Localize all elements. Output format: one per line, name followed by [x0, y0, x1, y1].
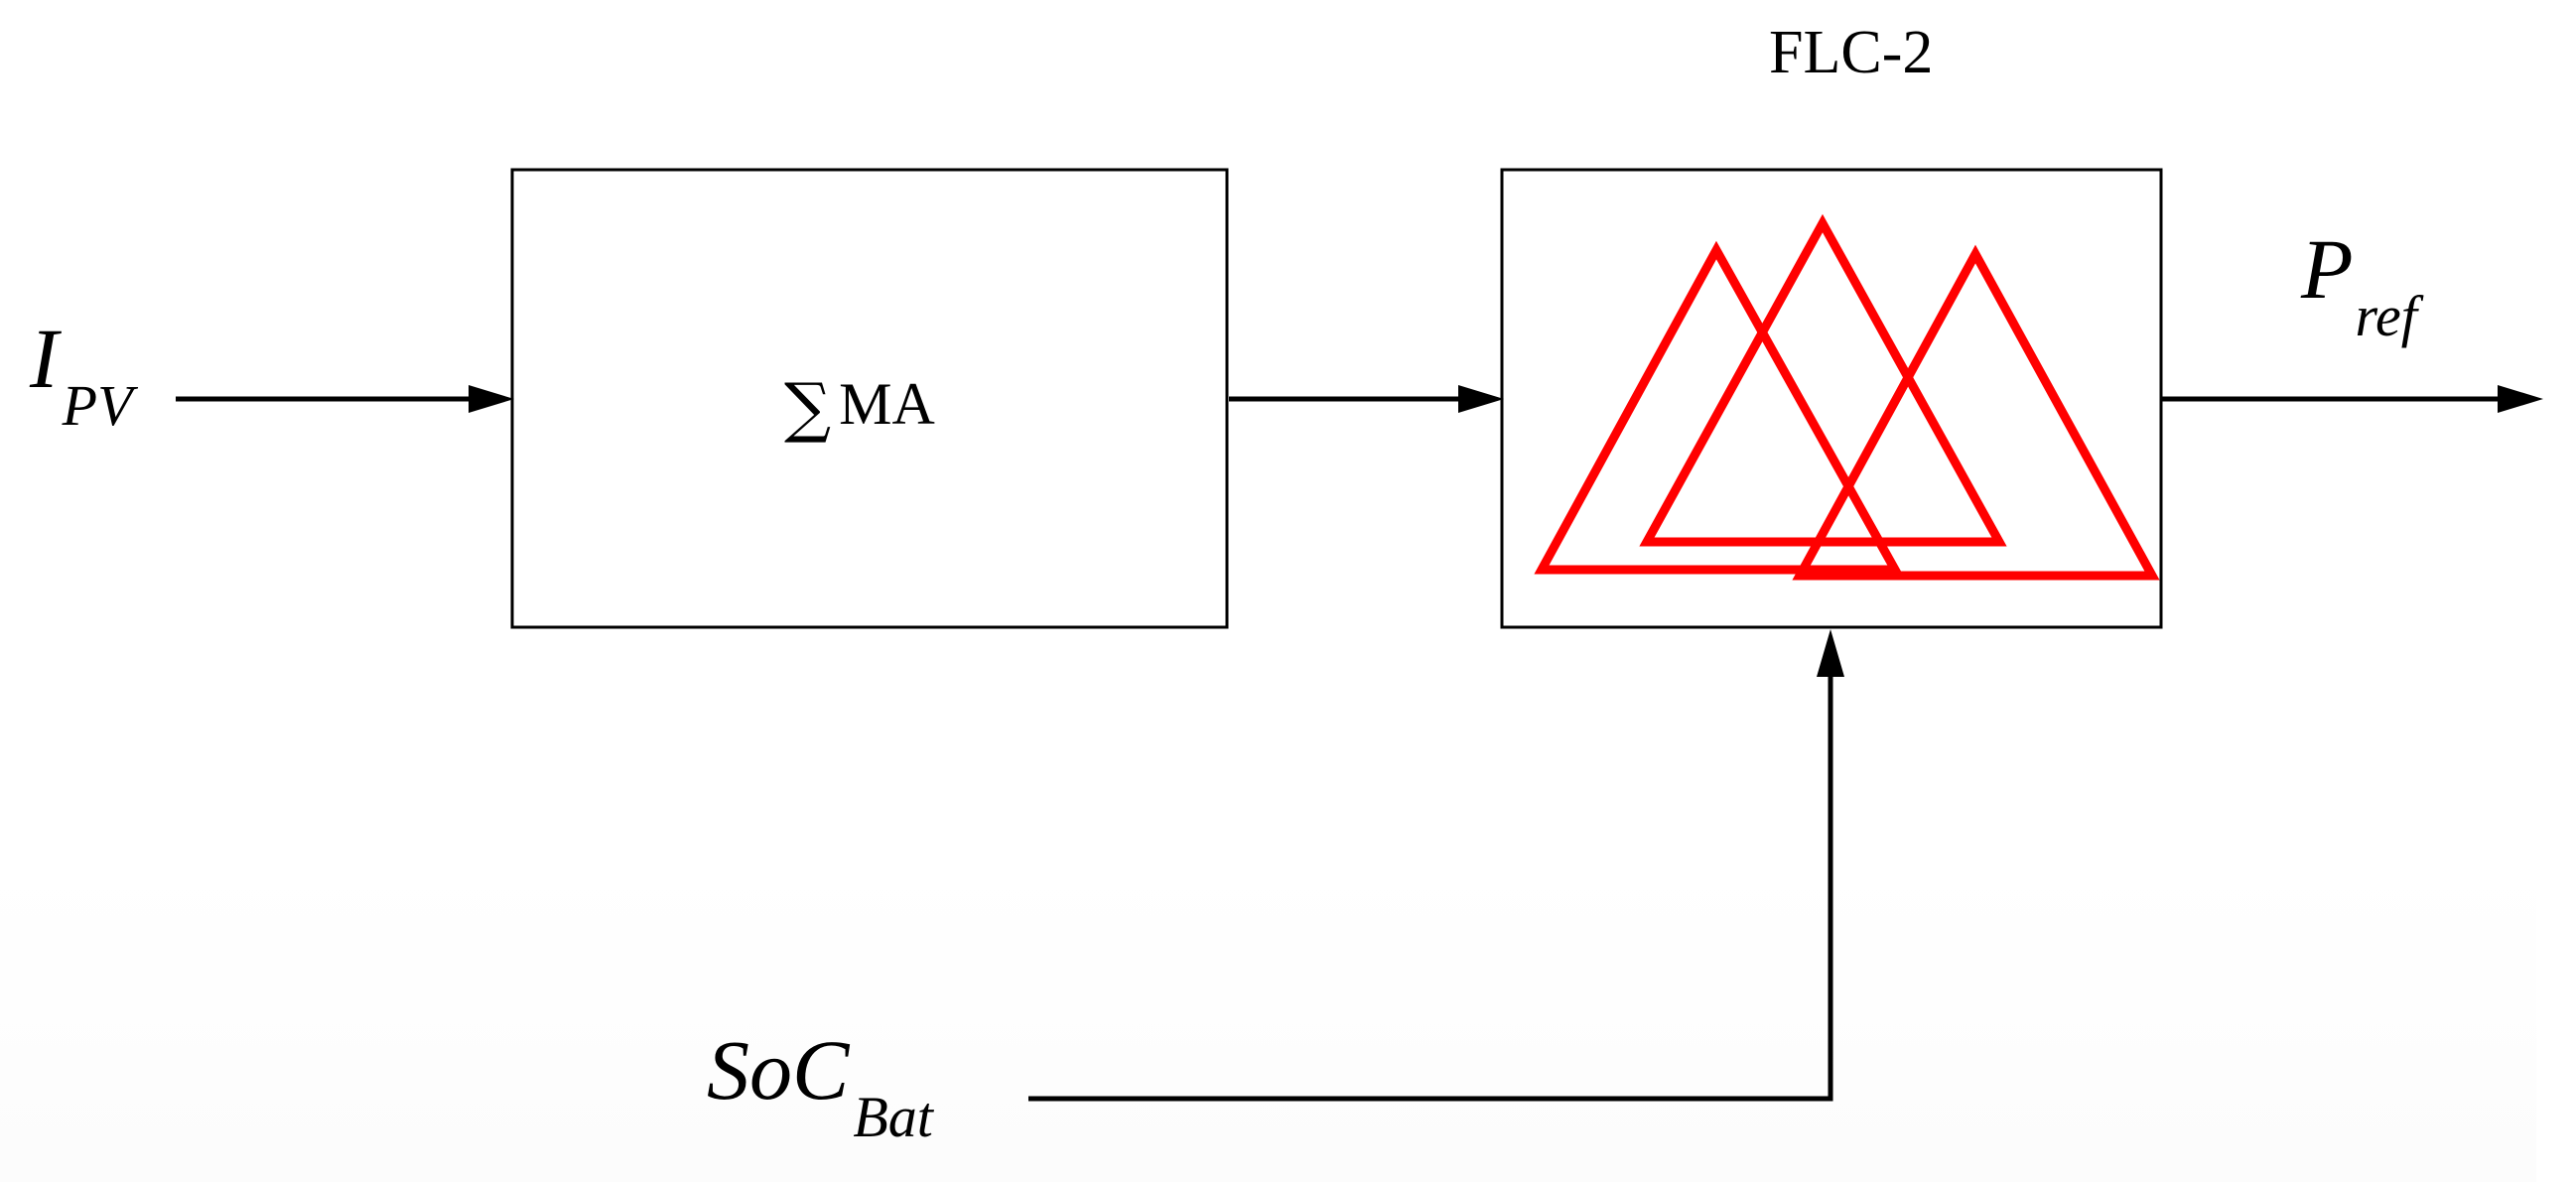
ma-to-flc-arrowhead [1458, 385, 1504, 413]
soc-line [1028, 665, 1833, 1102]
ipv-symbol: I [30, 311, 59, 406]
membership-triangle-3 [1792, 244, 2160, 581]
pref-arrowhead [2498, 385, 2543, 413]
membership-triangle-1 [1534, 240, 1903, 575]
ipv-input-label: IPV [30, 316, 133, 435]
arrowheads [469, 385, 2543, 677]
moving-average-label: ∑MA [784, 369, 935, 441]
pref-output-label: Pref [2301, 226, 2417, 345]
sigma-symbol: ∑ [784, 369, 832, 446]
ma-text: MA [839, 371, 935, 437]
pref-symbol: P [2301, 221, 2354, 317]
background-shade [0, 863, 2536, 1182]
soc-subscript: Bat [853, 1085, 933, 1149]
membership-functions [1534, 213, 2160, 581]
pref-subscript: ref [2355, 284, 2417, 348]
connections [176, 396, 2519, 1102]
membership-triangle-2 [1639, 213, 2007, 547]
soc-input-label: SoCBat [707, 1027, 933, 1146]
flc-title: FLC-2 [1769, 19, 1934, 86]
ipv-subscript: PV [62, 373, 133, 438]
soc-symbol: SoC [707, 1022, 850, 1117]
soc-arrowhead [1817, 629, 1844, 677]
ipv-arrowhead [469, 385, 514, 413]
